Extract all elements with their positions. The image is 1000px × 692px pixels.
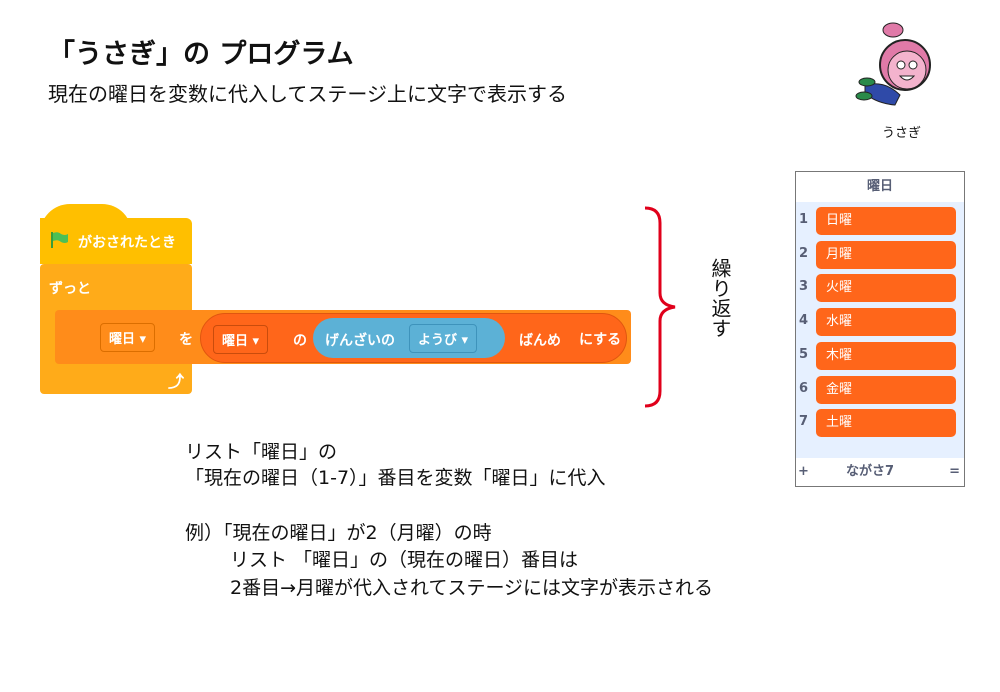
note-line-1: リスト「曜日」の xyxy=(185,441,338,463)
list-item-value[interactable]: 土曜 xyxy=(816,409,956,438)
list-dropdown[interactable]: 曜日 ▾ xyxy=(213,325,269,354)
list-item[interactable]: 5 木曜 xyxy=(796,341,964,371)
variable-dropdown[interactable]: 曜日 ▾ xyxy=(100,323,156,352)
loop-arrow-icon: ⤴ xyxy=(168,372,185,391)
resize-handle[interactable]: = xyxy=(949,464,960,479)
sprite-name: うさぎ xyxy=(882,126,922,141)
list-item-index: 6 xyxy=(799,380,809,396)
list-name: 曜日 xyxy=(222,334,249,349)
list-item-index: 1 xyxy=(799,212,809,227)
green-flag-icon xyxy=(50,232,68,248)
list-item-value[interactable]: 日曜 xyxy=(816,207,956,235)
add-item-button[interactable]: + xyxy=(798,464,809,479)
forever-label: ずっと xyxy=(49,281,91,297)
note-line-2: 「現在の曜日（1-7）」番目を変数「曜日」に代入 xyxy=(185,467,606,489)
list-footer: + ながさ7 = xyxy=(796,458,964,486)
current-label: げんざいの xyxy=(325,333,395,349)
list-item-index: 5 xyxy=(799,346,809,362)
set-suffix-label: にする xyxy=(579,332,622,348)
current-reporter[interactable]: げんざいの ようび ▾ xyxy=(313,318,505,358)
of-label: の xyxy=(293,333,307,349)
loop-annotation: 繰り返す xyxy=(708,258,732,338)
list-item[interactable]: 7 土曜 xyxy=(796,408,964,438)
note-line-3: 例）「現在の曜日」が2（月曜）の時 xyxy=(185,522,492,544)
list-item[interactable]: 4 水曜 xyxy=(796,307,964,337)
list-item-index: 7 xyxy=(799,414,809,430)
list-item-value[interactable]: 金曜 xyxy=(816,375,956,404)
page-title: 「うさぎ」の プログラム xyxy=(48,39,354,70)
to-label: を xyxy=(179,332,193,348)
list-length: ながさ7 xyxy=(846,464,895,479)
list-item-index: 3 xyxy=(799,279,809,295)
list-item-index: 4 xyxy=(799,313,809,329)
list-item-index: 2 xyxy=(799,245,809,261)
item-suffix-label: ばんめ xyxy=(519,333,561,349)
list-item[interactable]: 1 日曜 xyxy=(796,206,964,236)
when-flag-clicked-block[interactable]: がおされたとき xyxy=(40,218,192,264)
note-line-4: リスト 「曜日」の（現在の曜日）番目は xyxy=(230,549,579,571)
list-title: 曜日 xyxy=(796,172,964,202)
page-subtitle: 現在の曜日を変数に代入してステージ上に文字で表示する xyxy=(48,82,567,106)
list-monitor[interactable]: 曜日 1 日曜 2 月曜 3 火曜 4 水曜 5 木曜 6 金曜 7 土曜 + ながさ7 = xyxy=(795,171,965,487)
current-option: ようび xyxy=(418,333,458,348)
variable-name: 曜日 xyxy=(109,332,136,347)
list-item-value[interactable]: 火曜 xyxy=(816,274,956,303)
list-item-value[interactable]: 水曜 xyxy=(816,308,956,337)
list-item-value[interactable]: 月曜 xyxy=(816,240,956,269)
item-of-list-reporter[interactable]: 曜日 ▾ の げんざいの ようび ▾ ばんめ xyxy=(200,313,627,363)
hat-label: がおされたとき xyxy=(78,235,176,251)
note-line-5: 2番目→月曜が代入されてステージには文字が表示される xyxy=(230,577,714,599)
list-item-value[interactable]: 木曜 xyxy=(816,341,956,370)
rabbit-character-icon xyxy=(855,22,931,106)
sprite-rabbit[interactable] xyxy=(855,20,935,115)
list-item[interactable]: 3 火曜 xyxy=(796,273,964,303)
set-variable-block[interactable]: 曜日 ▾ を 曜日 ▾ の げんざいの ようび ▾ ばんめ にする xyxy=(55,310,631,364)
loop-bracket xyxy=(644,206,676,408)
list-item[interactable]: 6 金曜 xyxy=(796,375,964,405)
list-item[interactable]: 2 月曜 xyxy=(796,240,964,270)
current-option-dropdown[interactable]: ようび ▾ xyxy=(409,324,478,353)
